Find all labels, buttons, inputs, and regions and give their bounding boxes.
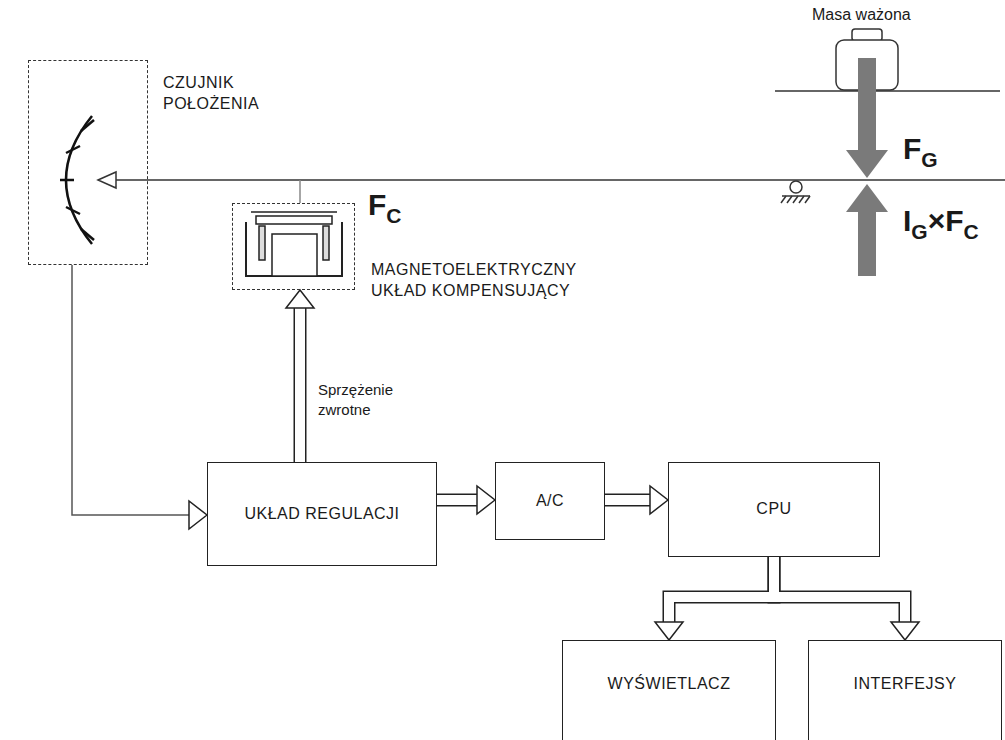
- symbol-text: Masa ważona: [812, 6, 911, 23]
- position-scale: [60, 116, 94, 244]
- arrow-head: [189, 501, 207, 529]
- weight-label: Masa ważona: [812, 6, 911, 24]
- force-symbol: IG×FC: [903, 204, 979, 244]
- box-label: A/C: [536, 491, 564, 512]
- block-arrow-outline: [605, 494, 650, 507]
- block-arrow-fill: [437, 495, 477, 505]
- arrow-head: [655, 622, 683, 640]
- symbol-text: F: [368, 188, 386, 221]
- cpu-box: CPU: [668, 462, 880, 557]
- arrow-head: [477, 486, 495, 514]
- control-unit: UKŁAD REGULACJI: [207, 462, 437, 566]
- coil-link: [299, 180, 301, 203]
- block-arrow-fill: [605, 495, 650, 505]
- position-sensor: CZUJNIK POŁOŻENIA: [28, 60, 148, 265]
- force-symbol: FC: [368, 188, 402, 228]
- symbol-text: F: [903, 132, 921, 165]
- subscript: C: [386, 204, 401, 227]
- arrow-head: [891, 622, 919, 640]
- block-arrow-outline: [774, 557, 905, 622]
- adc-box: A/C: [495, 462, 605, 540]
- box-label: UKŁAD REGULACJI: [244, 504, 399, 525]
- box-label: WYŚWIETLACZ: [608, 674, 731, 695]
- compensation-force-arrow: [846, 184, 888, 276]
- component-label: CZUJNIK POŁOŻENIA: [163, 73, 333, 115]
- component-label: MAGNETOELEKTRYCZNY UKŁAD KOMPENSUJĄCY: [371, 260, 576, 302]
- subscript: G: [921, 148, 937, 171]
- force-symbol: FG: [903, 132, 938, 172]
- lever-beam: [114, 179, 1005, 181]
- beam-pointer: [98, 172, 116, 188]
- compensating-system: MAGNETOELEKTRYCZNY UKŁAD KOMPENSUJĄCY: [232, 203, 355, 290]
- block-arrow-fill: [774, 557, 905, 622]
- block-arrow-fill: [295, 308, 305, 462]
- box-label: CPU: [756, 499, 791, 520]
- symbol-text: ×: [928, 204, 946, 237]
- block-arrow-outline: [437, 494, 477, 507]
- subscript: C: [964, 220, 979, 243]
- interface-box: INTERFEJSY: [808, 640, 1002, 740]
- magnet-coil: [246, 212, 342, 276]
- box-label: INTERFEJSY: [854, 674, 957, 695]
- symbol-text: I: [903, 204, 911, 237]
- signal-line: [72, 265, 189, 515]
- block-arrow-fill: [669, 557, 774, 622]
- edge-label: Sprzężenie zwrotne: [316, 380, 410, 419]
- arrow-head: [650, 486, 668, 514]
- pivot-support: [781, 181, 810, 203]
- arrow-head: [286, 290, 314, 308]
- symbol-text: F: [945, 204, 963, 237]
- block-arrow-outline: [294, 308, 307, 462]
- display-box: WYŚWIETLACZ: [562, 640, 776, 740]
- subscript: G: [911, 220, 927, 243]
- block-arrow-outline: [669, 557, 774, 622]
- gravity-force-arrow: [846, 58, 888, 178]
